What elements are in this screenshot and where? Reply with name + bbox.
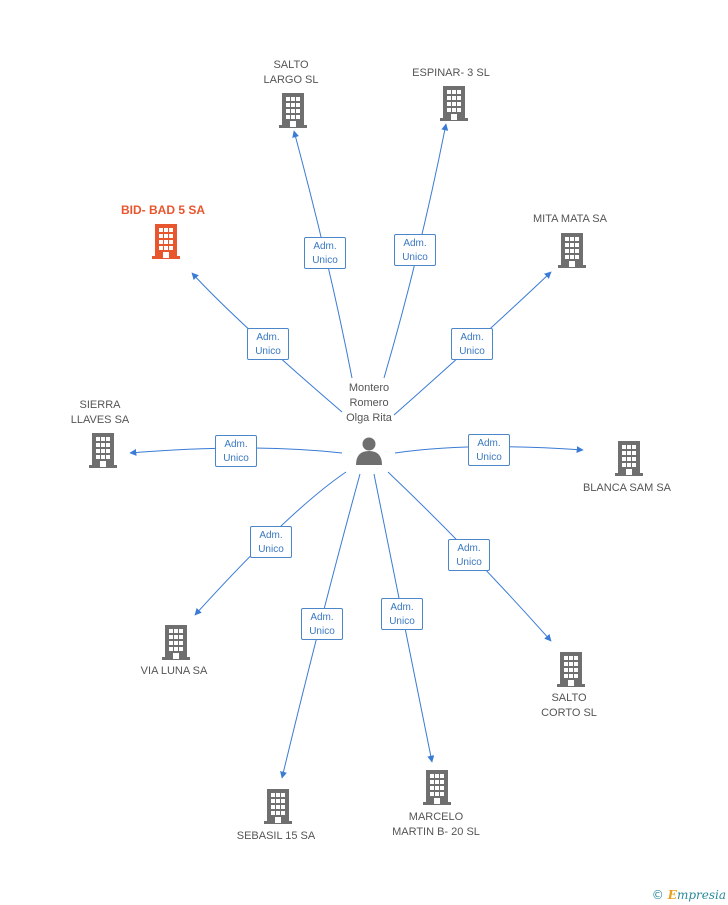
company-label-line: MITA MATA SA bbox=[533, 213, 607, 225]
company-label-line: LLAVES SA bbox=[70, 414, 130, 426]
edge-label-line: Unico bbox=[459, 346, 485, 357]
building-icon-bid-bad[interactable] bbox=[152, 224, 180, 259]
building-icon-mita-mata[interactable] bbox=[558, 233, 586, 268]
company-label-mita-mata[interactable]: MITA MATA SA bbox=[505, 212, 635, 227]
company-label-line: CORTO SL bbox=[541, 707, 597, 719]
edge-label-salto-corto[interactable]: Adm. Unico bbox=[448, 539, 490, 571]
edge-label-line: Unico bbox=[476, 452, 502, 463]
edge-label-bid-bad[interactable]: Adm. Unico bbox=[247, 328, 289, 360]
company-label-bid-bad[interactable]: BID- BAD 5 SA bbox=[98, 203, 228, 218]
center-person-name[interactable]: Montero Romero Olga Rita bbox=[346, 382, 392, 424]
edge-label-line: Unico bbox=[223, 453, 249, 464]
company-label-line: BLANCA SAM SA bbox=[582, 482, 672, 494]
company-label-sebasil[interactable]: SEBASIL 15 SA bbox=[211, 829, 341, 844]
edge-label-line: Unico bbox=[258, 544, 284, 555]
brand-name: mpresia bbox=[676, 888, 726, 902]
edge-label-line: Unico bbox=[309, 626, 335, 637]
company-label-line: MARCELO bbox=[408, 811, 464, 823]
edge-label-marcelo[interactable]: Adm. Unico bbox=[381, 598, 423, 630]
edge-label-line: Adm. bbox=[313, 241, 337, 252]
company-label-salto-largo[interactable]: SALTO LARGO SL bbox=[226, 58, 356, 88]
company-label-line: LARGO SL bbox=[263, 74, 319, 86]
company-label-line: SIERRA bbox=[79, 399, 121, 411]
edge-label-line: Unico bbox=[312, 255, 338, 266]
edge-label-salto-largo[interactable]: Adm. Unico bbox=[304, 237, 346, 269]
company-label-line: SALTO bbox=[551, 692, 587, 704]
edge-label-line: Unico bbox=[402, 252, 428, 263]
edge-label-line: Adm. bbox=[457, 543, 481, 554]
company-label-line: SEBASIL 15 SA bbox=[236, 830, 316, 842]
company-label-line: SALTO bbox=[273, 59, 309, 71]
edge-label-mita-mata[interactable]: Adm. Unico bbox=[451, 328, 493, 360]
edge-label-line: Adm. bbox=[403, 238, 427, 249]
company-label-line: VIA LUNA SA bbox=[140, 665, 208, 677]
edge-label-blanca-sam[interactable]: Adm. Unico bbox=[468, 434, 510, 466]
company-label-line: ESPINAR- 3 SL bbox=[412, 67, 490, 79]
copyright-icon: © bbox=[651, 888, 664, 902]
edge-label-sebasil[interactable]: Adm. Unico bbox=[301, 608, 343, 640]
company-label-sierra-llaves[interactable]: SIERRA LLAVES SA bbox=[35, 398, 165, 428]
company-label-marcelo[interactable]: MARCELO MARTIN B- 20 SL bbox=[371, 810, 501, 840]
footer-brand: ©Empresia bbox=[652, 888, 726, 902]
edge-label-line: Adm. bbox=[259, 530, 283, 541]
company-label-line: MARTIN B- 20 SL bbox=[392, 826, 480, 838]
edge-label-line: Unico bbox=[255, 346, 281, 357]
company-label-espinar[interactable]: ESPINAR- 3 SL bbox=[386, 66, 516, 81]
company-label-line: BID- BAD 5 SA bbox=[120, 203, 205, 217]
building-icon-blanca-sam[interactable] bbox=[615, 441, 643, 476]
building-icon-sierra-llaves[interactable] bbox=[89, 433, 117, 468]
building-icon-espinar[interactable] bbox=[440, 86, 468, 121]
edge-label-line: Unico bbox=[389, 616, 415, 627]
edge-label-sierra-llaves[interactable]: Adm. Unico bbox=[215, 435, 257, 467]
edge-label-line: Adm. bbox=[390, 602, 414, 613]
company-label-salto-corto[interactable]: SALTO CORTO SL bbox=[504, 691, 634, 721]
building-icon-marcelo[interactable] bbox=[423, 770, 451, 805]
company-label-blanca-sam[interactable]: BLANCA SAM SA bbox=[562, 481, 692, 496]
person-icon[interactable] bbox=[356, 437, 382, 466]
building-icon-salto-largo[interactable] bbox=[279, 93, 307, 128]
building-icon-via-luna[interactable] bbox=[162, 625, 190, 660]
edge-label-line: Adm. bbox=[310, 612, 334, 623]
edge-label-espinar[interactable]: Adm. Unico bbox=[394, 234, 436, 266]
edge-label-line: Adm. bbox=[460, 332, 484, 343]
company-label-via-luna[interactable]: VIA LUNA SA bbox=[109, 664, 239, 679]
edge-label-via-luna[interactable]: Adm. Unico bbox=[250, 526, 292, 558]
edge-label-line: Unico bbox=[456, 557, 482, 568]
brand-initial: E bbox=[667, 888, 677, 902]
edge-label-line: Adm. bbox=[224, 439, 248, 450]
edge-label-line: Adm. bbox=[256, 332, 280, 343]
edge-label-line: Adm. bbox=[477, 438, 501, 449]
building-icon-salto-corto[interactable] bbox=[557, 652, 585, 687]
building-icon-sebasil[interactable] bbox=[264, 789, 292, 824]
